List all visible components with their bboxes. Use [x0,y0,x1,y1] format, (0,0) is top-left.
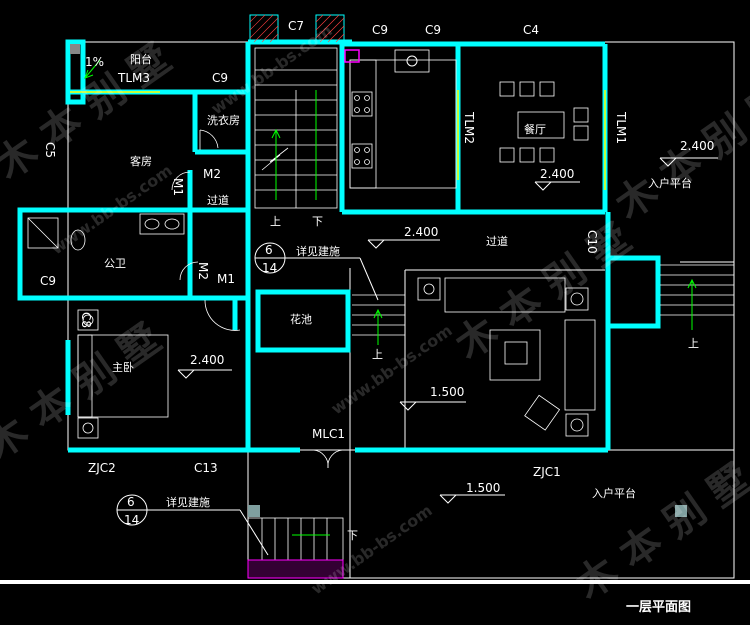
kitchen-fixtures [344,49,457,189]
main-staircase [254,47,338,209]
corridor-label-1: 过道 [207,194,229,207]
door-m1a: M1 [171,178,185,196]
level-value-6: 1.500 [466,481,501,495]
callout-1-top: 6 [265,243,273,257]
dining-sliding-doors [70,90,606,190]
balcony-label: 阳台 [130,53,152,66]
corridor-label-2: 过道 [486,235,508,248]
planter-label: 花池 [290,313,312,326]
window-c9c: C9 [212,71,229,85]
door-tlm1: TLM1 [614,112,628,145]
stair-down-label: 下 [312,215,323,228]
public-bath-label: 公卫 [104,257,126,270]
callout-1-note: 详见建施 [296,245,340,258]
entry-stair [247,505,344,579]
master-bed [77,309,169,439]
window-c9d: C9 [40,274,57,288]
walls [17,39,661,453]
slope-value: 1% [85,55,105,69]
door-swings [171,129,344,469]
stair-up-label: 上 [270,215,281,228]
vent-blocks [249,14,345,43]
dining-furniture [499,81,589,163]
side-up-label: 上 [688,337,699,350]
master-bed-label: 主卧 [112,361,134,374]
slope-arrow [84,59,101,79]
guest-room-label: 客房 [130,155,152,168]
window-c9b: C9 [425,23,442,37]
corner-column [70,44,80,54]
level-value-3: 2.400 [680,139,715,153]
door-m1b: M1 [217,272,235,286]
level-value-2: 2.400 [540,167,575,181]
platform-label-2: 入户平台 [592,487,636,500]
living-room-furniture [417,277,596,437]
center-up-label: 上 [372,348,383,361]
window-zjc1: ZJC1 [533,465,561,479]
level-value-5: 1.500 [430,385,465,399]
door-tlm3: TLM3 [118,71,151,85]
window-c7: C7 [288,19,305,33]
laundry-label: 洗衣房 [207,114,240,127]
column-marker [675,505,687,517]
bathroom-fixtures [27,213,185,251]
dining-label: 餐厅 [524,123,546,136]
entry-down-label: 下 [347,529,358,542]
window-c10: C10 [585,230,599,254]
callout-2-top: 6 [127,495,135,509]
callout-1-bottom: 14 [262,261,278,275]
stair-arrows [271,90,317,200]
platform-label-1: 入户平台 [648,177,692,190]
detail-callouts [116,242,379,556]
window-c8: C8 [79,312,93,329]
callout-2-note: 详见建施 [166,496,210,509]
window-c5: C5 [43,142,57,159]
level-value-1: 2.400 [404,225,439,239]
side-steps [660,264,734,316]
side-step-arrow [687,278,697,330]
window-c4: C4 [523,23,540,37]
center-step-arrow [373,308,383,345]
level-markers [177,157,718,504]
door-mlc1: MLC1 [312,427,346,441]
callout-2-bottom: 14 [124,513,140,527]
drawing-title: 一层平面图 [626,600,692,615]
door-m2a: M2 [203,167,221,181]
level-value-4: 2.400 [190,353,225,367]
window-c13: C13 [194,461,218,475]
door-m2b: M2 [196,262,210,280]
window-zjc2: ZJC2 [88,461,116,475]
title-divider [0,580,750,584]
door-tlm2: TLM2 [462,112,476,145]
window-c9a: C9 [372,23,389,37]
